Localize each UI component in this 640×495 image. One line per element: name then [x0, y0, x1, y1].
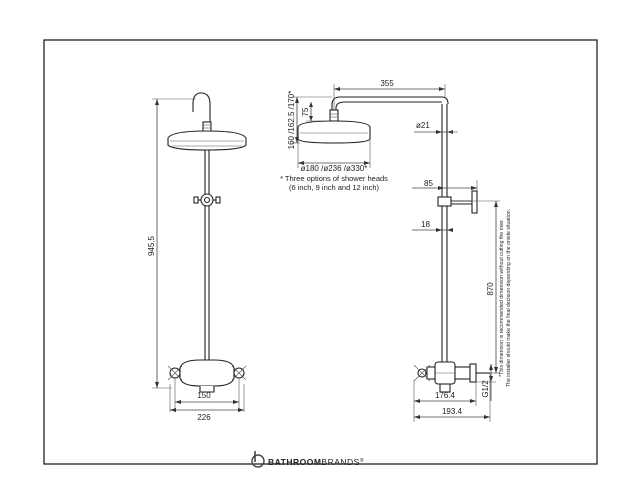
note-shower-heads-line1: * Three options of shower heads: [280, 174, 388, 183]
brand-name-light: BRANDS: [321, 457, 359, 467]
brand-logo-letter: b: [256, 459, 260, 466]
dim-pipe-diameter: ø21: [416, 121, 430, 130]
front-view: [167, 92, 247, 393]
dim-riser-height: 870: [486, 282, 495, 296]
drawing-frame: [43, 39, 598, 465]
front-dimensions: [152, 98, 245, 412]
dim-head-diameters: ø180 /ø236 /ø330*: [301, 164, 368, 173]
dim-valve-depth-2: 193.4: [442, 407, 463, 416]
dim-width-total: 226: [197, 413, 211, 422]
dim-head-heights: 160 /162.5 /170*: [287, 91, 296, 150]
side-view: [297, 96, 490, 393]
bathroom-brands-logo: b: [251, 451, 265, 468]
dim-height-total: 945.5: [147, 235, 156, 256]
dim-head-drop: 75: [301, 107, 310, 116]
dim-arm-length: 355: [380, 79, 394, 88]
note-cut-line1: *This dimension is recommended dimension…: [499, 219, 505, 377]
dim-centers: 150: [197, 391, 211, 400]
dim-valve-depth-1: 176.4: [435, 391, 456, 400]
side-dimensions: [292, 84, 500, 422]
dim-bracket-offset: 18: [421, 220, 430, 229]
brand-name-bold: BATHROOM: [268, 457, 321, 467]
brand-name: BATHROOMBRANDS®: [268, 457, 364, 467]
note-cut-line2: The installer should make the final deci…: [506, 209, 512, 387]
dim-thread: G1/2: [481, 380, 490, 398]
brand-registered-mark: ®: [360, 457, 364, 464]
dim-wall-offset: 85: [424, 179, 433, 188]
note-shower-heads-line2: (6 inch, 9 inch and 12 inch): [289, 183, 380, 192]
